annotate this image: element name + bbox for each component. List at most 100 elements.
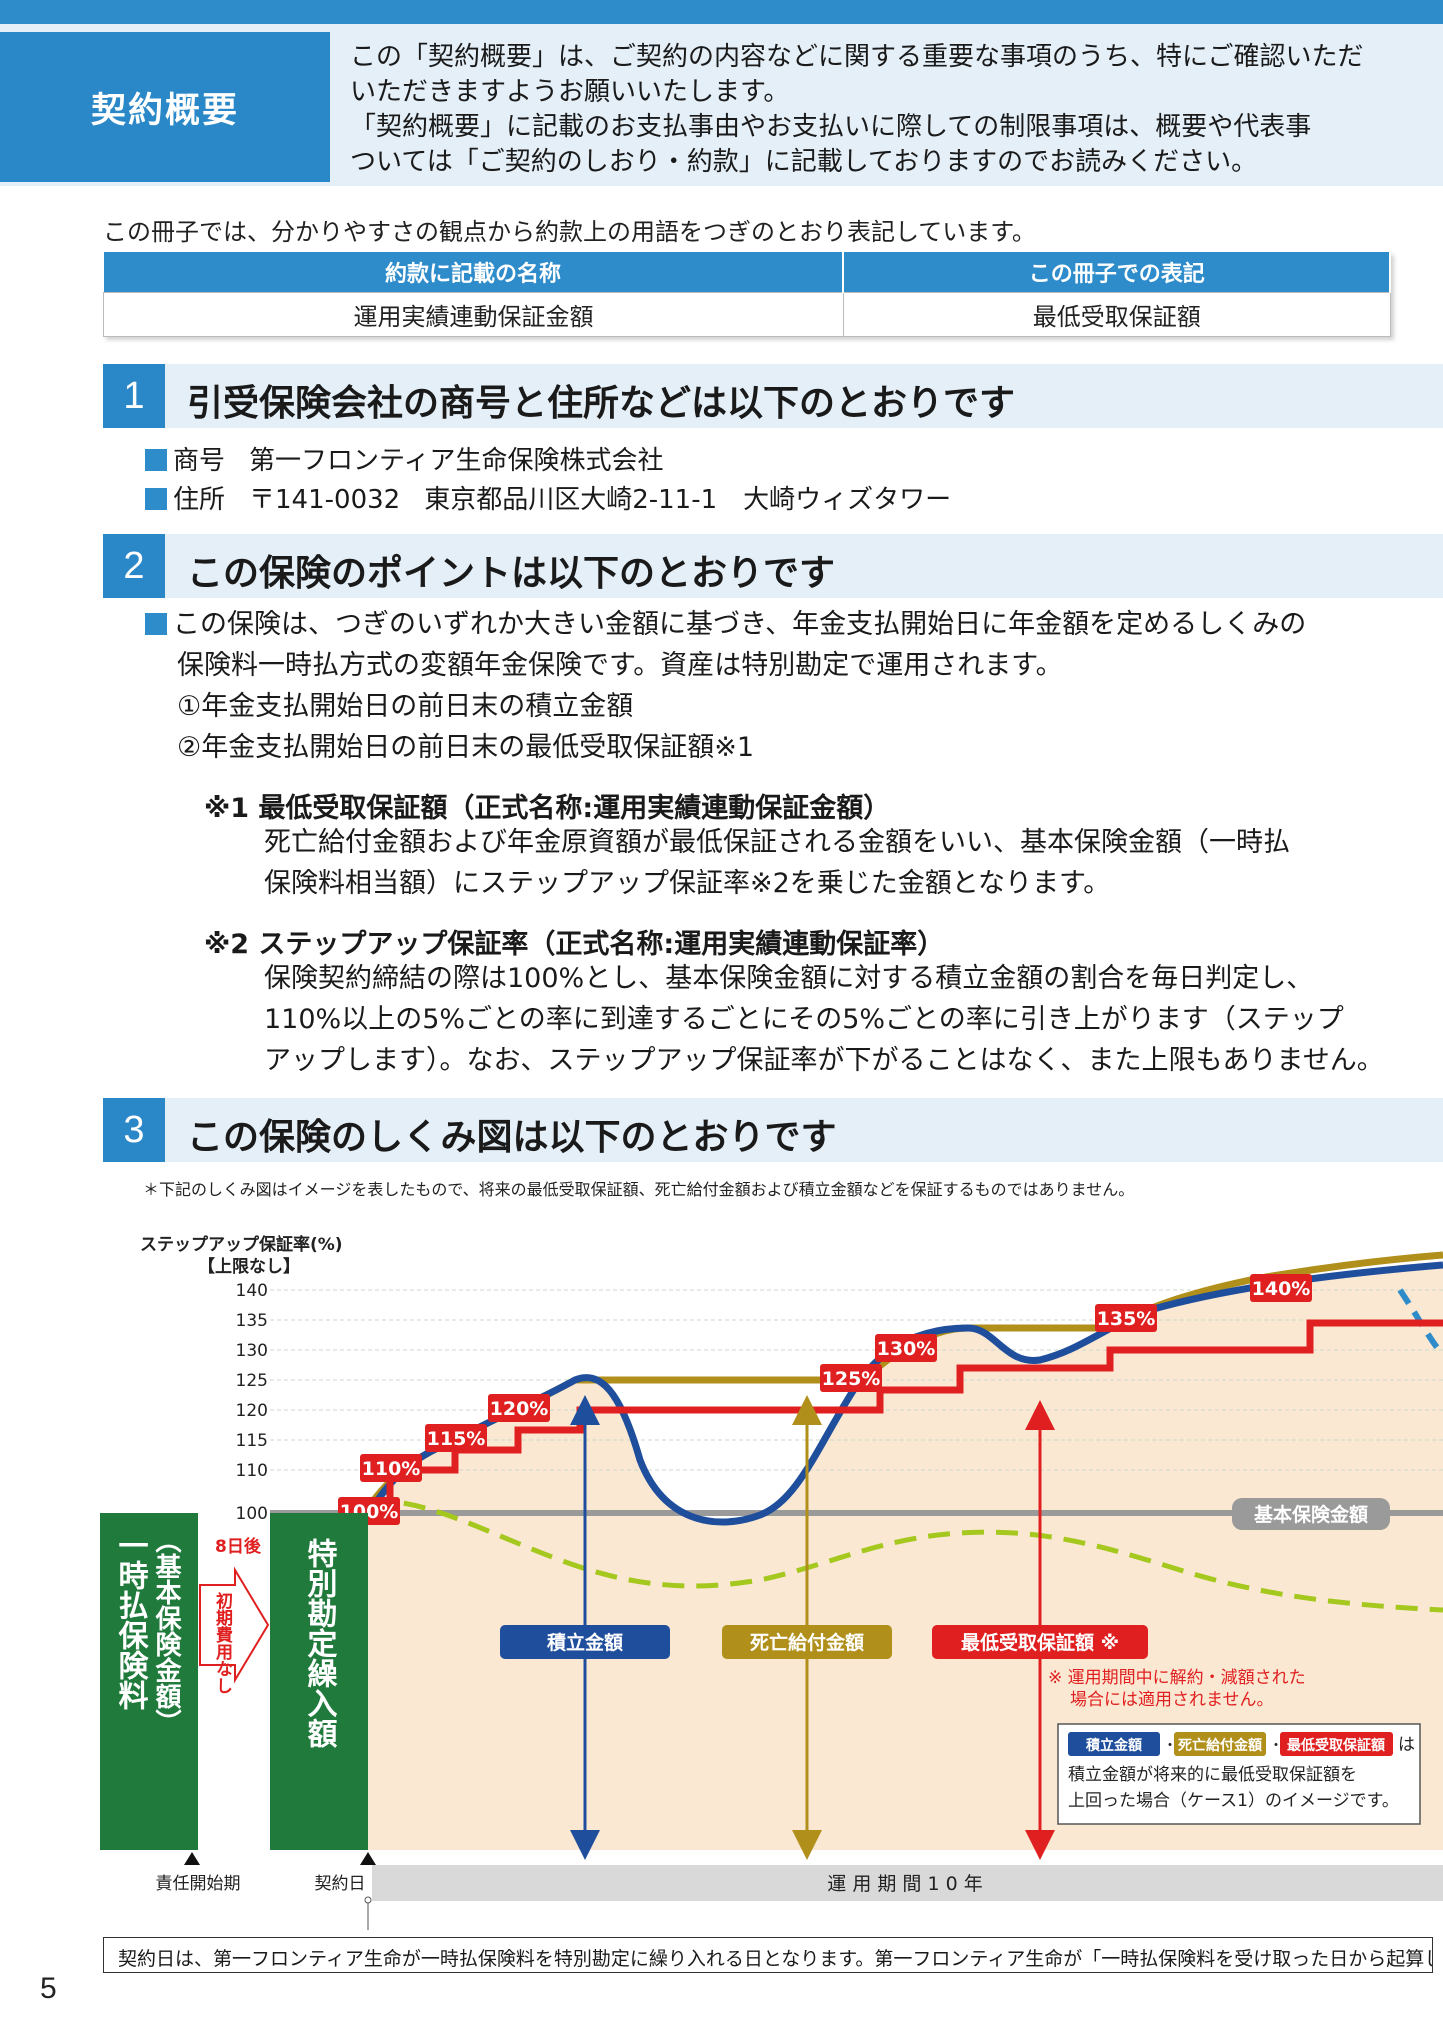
single-premium-sublabel: （基本保険金額） — [151, 1527, 182, 1735]
points-line: 保険料一時払方式の変額年金保険です。資産は特別勘定で運用されます。 — [177, 650, 1063, 681]
company-address-line: 住所〒141-0032 東京都品川区大崎2-11-1 大崎ウィズタワー — [145, 479, 951, 516]
no-initial-cost-label: 初期費用なし — [212, 1591, 233, 1694]
points-paragraph: この保険は、つぎのいずれか大きい金額に基づき、年金支払開始日に年金額を定めるしく… — [145, 604, 1306, 768]
legend-death-label: 死亡給付金額 — [750, 1631, 864, 1654]
y-axis-label: ステップアップ保証率(%) — [140, 1234, 343, 1255]
term-table-header: この冊子での表記 — [843, 252, 1391, 292]
section-1-header: 1 引受保険会社の商号と住所などは以下のとおりです — [103, 364, 1443, 428]
y-tick-label: 135 — [236, 1311, 268, 1331]
step-label-text: 135% — [1097, 1308, 1156, 1330]
company-name-line: 商号第一フロンティア生命保険株式会社 — [145, 440, 663, 477]
step-label-bg — [820, 1364, 882, 1392]
step-label: 135% — [1095, 1304, 1157, 1332]
step-label: 140% — [1250, 1274, 1312, 1302]
legend-reserve-tag — [500, 1625, 670, 1659]
step-label-bg — [1095, 1304, 1157, 1332]
company-name-label: 商号 — [173, 446, 226, 476]
contract-leader-dot — [364, 1896, 372, 1904]
note1-body: 死亡給付金額および年金原資額が最低保証される金額をいい、基本保険金額（一時払 保… — [264, 822, 1290, 904]
points-line: この保険は、つぎのいずれか大きい金額に基づき、年金支払開始日に年金額を定めるしく… — [145, 604, 1306, 645]
minimum-note-line: ※ 運用期間中に解約・減額された — [1048, 1668, 1306, 1688]
step-label: 115% — [425, 1424, 487, 1452]
square-bullet-icon — [145, 488, 167, 510]
step-label-bg — [488, 1394, 550, 1422]
note-line: 死亡給付金額および年金原資額が最低保証される金額をいい、基本保険金額（一時払 — [264, 827, 1290, 858]
case-tag-separator: ・ — [1269, 1738, 1283, 1754]
term-table-cell: 運用実績連動保証金額 — [103, 291, 844, 337]
note-line: 保険料相当額）にステップアップ保証率※2を乗じた金額となります。 — [264, 868, 1111, 899]
step-label-text: 140% — [1252, 1278, 1311, 1300]
summary-line: この「契約概要」は、ご契約の内容などに関する重要な事項のうち、特にご確認いただ — [350, 42, 1364, 72]
step-label: 125% — [820, 1364, 882, 1392]
note1-title: ※1 最低受取保証額（正式名称:運用実績連動保証金額） — [204, 793, 891, 824]
contract-summary-label: 契約概要 — [0, 32, 330, 182]
step-label-text: 125% — [822, 1368, 881, 1390]
base-amount-tag — [1232, 1498, 1390, 1530]
step-label-text: 120% — [490, 1398, 549, 1420]
step-label-bg — [875, 1334, 937, 1362]
note2-title: ※2 ステップアップ保証率（正式名称:運用実績連動保証率） — [204, 929, 945, 960]
base-amount-label: 基本保険金額 — [1253, 1503, 1368, 1526]
section-title: この保険のしくみ図は以下のとおりです — [187, 1117, 837, 1158]
company-address-label: 住所 — [173, 485, 226, 515]
contract-marker-icon — [360, 1852, 376, 1865]
section-number: 1 — [103, 364, 165, 428]
case-box-suffix: は — [1398, 1735, 1415, 1755]
y-tick-label: 100 — [236, 1504, 268, 1524]
step-label: 130% — [875, 1334, 937, 1362]
y-tick-label: 110 — [236, 1461, 268, 1481]
section-3-header: 3 この保険のしくみ図は以下のとおりです — [103, 1098, 1443, 1162]
step-label: 110% — [360, 1454, 422, 1482]
square-bullet-icon — [145, 613, 167, 635]
legend-death-tag — [722, 1625, 892, 1659]
case-box-line: 上回った場合（ケース1）のイメージです。 — [1068, 1791, 1399, 1811]
y-tick-label: 125 — [236, 1371, 268, 1391]
y-tick-label: 120 — [236, 1401, 268, 1421]
case-tag-death — [1174, 1732, 1266, 1756]
company-name: 第一フロンティア生命保険株式会社 — [249, 446, 664, 476]
y-tick-label: 130 — [236, 1341, 268, 1361]
note-line: 保険契約締結の際は100%とし、基本保険金額に対する積立金額の割合を毎日判定し、 — [264, 963, 1314, 994]
section-2-header: 2 この保険のポイントは以下のとおりです — [103, 534, 1443, 598]
page-number: 5 — [40, 1972, 57, 2005]
period-bar — [372, 1865, 1443, 1901]
minimum-note-line: 場合には適用されません。 — [1070, 1690, 1274, 1710]
reserve-area — [368, 1265, 1443, 1850]
note2-body: 保険契約締結の際は100%とし、基本保険金額に対する積立金額の割合を毎日判定し、… — [264, 958, 1384, 1081]
special-account-label: 特別勘定繰入額 — [302, 1538, 338, 1749]
case-tag-separator: ・ — [1163, 1738, 1177, 1754]
points-line: ②年金支払開始日の前日末の最低受取保証額※1 — [177, 732, 755, 763]
section-title: 引受保険会社の商号と住所などは以下のとおりです — [187, 383, 1016, 424]
section-title: この保険のポイントは以下のとおりです — [187, 553, 836, 594]
company-address: 東京都品川区大崎2-11-1 大崎ウィズタワー — [424, 485, 952, 515]
step-label-text: 130% — [877, 1338, 936, 1360]
term-table-header: 約款に記載の名称 — [103, 252, 845, 292]
note-line: 110%以上の5%ごとの率に到達するごとにその5%ごとの率に引き上がります（ステ… — [264, 1004, 1344, 1035]
square-bullet-icon — [145, 449, 167, 471]
points-line: ①年金支払開始日の前日末の積立金額 — [177, 691, 634, 722]
company-postal: 〒141-0032 — [249, 485, 401, 515]
legend-minimum-tag — [932, 1625, 1148, 1659]
term-table: 約款に記載の名称 この冊子での表記 運用実績連動保証金額 最低受取保証額 — [103, 252, 1391, 337]
step-label-bg — [360, 1454, 422, 1482]
transfer-arrow-icon — [199, 1566, 270, 1684]
single-premium-box — [100, 1513, 198, 1850]
y-axis-sublabel: 【上限なし】 — [198, 1256, 300, 1277]
case-tag-minimum — [1280, 1732, 1393, 1756]
case-box-line: 積立金額が将来的に最低受取保証額を — [1068, 1765, 1357, 1785]
summary-line: 「契約概要」に記載のお支払事由やお支払いに際しての制限事項は、概要や代表事 — [350, 112, 1312, 142]
case-tag-reserve-label: 積立金額 — [1085, 1737, 1142, 1754]
start-label: 責任開始期 — [156, 1874, 241, 1894]
period-label: 運 用 期 間 1 0 年 — [827, 1873, 982, 1895]
contract-summary-text: この「契約概要」は、ご契約の内容などに関する重要な事項のうち、特にご確認いただ … — [350, 40, 1430, 180]
step-label-text: 110% — [362, 1458, 421, 1480]
intro-text: この冊子では、分かりやすさの観点から約款上の用語をつぎのとおり表記しています。 — [103, 218, 1036, 246]
bottom-note: 契約日は、第一フロンティア生命が一時払保険料を特別勘定に繰り入れる日となります。… — [103, 1937, 1433, 1973]
reserve-curve-dashed-tail — [1397, 1288, 1443, 1357]
start-marker-icon — [184, 1852, 200, 1865]
top-strip — [0, 0, 1443, 24]
minimum-guarantee-step-line — [368, 1319, 1443, 1517]
days-after-label: 8日後 — [215, 1536, 262, 1557]
y-tick-label: 115 — [236, 1431, 268, 1451]
